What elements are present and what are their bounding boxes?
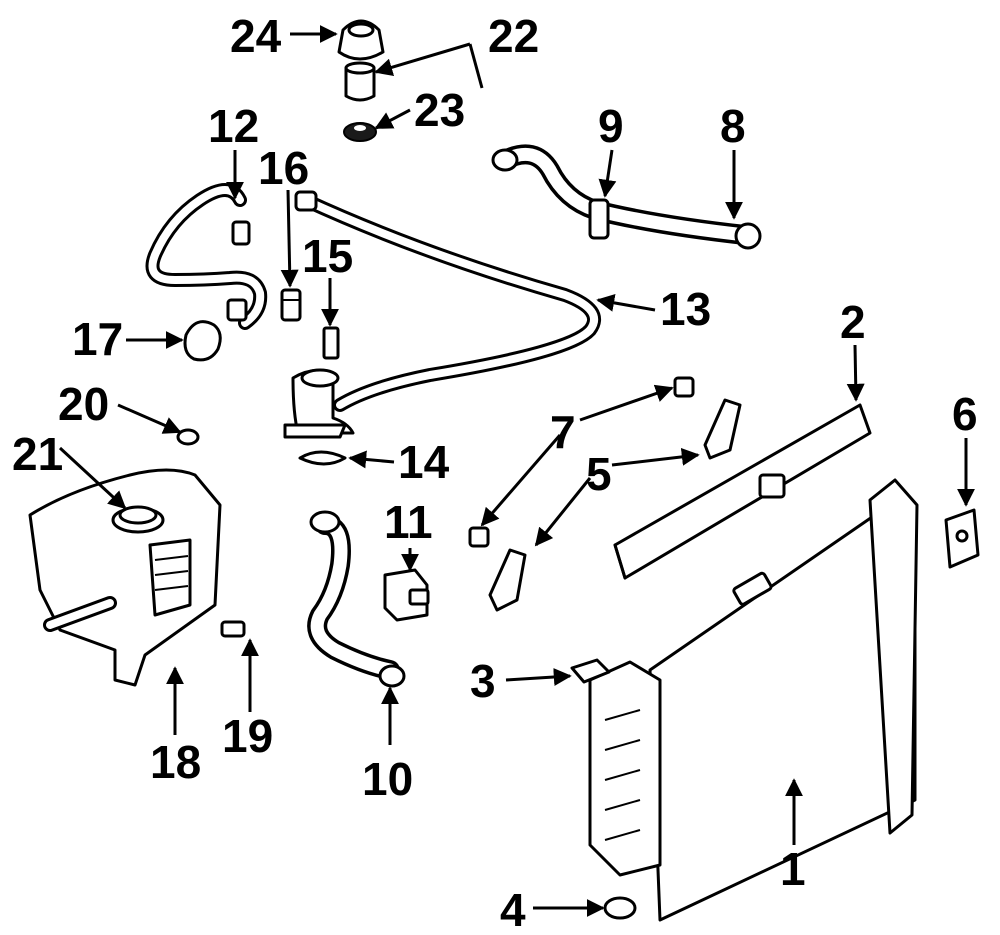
callout-1: 1 xyxy=(780,843,806,895)
callout-23: 23 xyxy=(414,84,465,136)
part-11-bracket xyxy=(383,568,430,622)
callout-18: 18 xyxy=(150,736,201,788)
callout-labels: 24 22 23 12 16 15 17 13 9 8 14 11 10 2 6… xyxy=(12,10,978,935)
callout-4: 4 xyxy=(500,884,526,935)
part-3-tab xyxy=(570,658,611,684)
part-1-radiator xyxy=(588,478,919,922)
part-9-clamp xyxy=(588,198,610,240)
part-12-hose xyxy=(145,183,268,330)
part-22-bushing xyxy=(344,61,376,102)
callout-3: 3 xyxy=(470,655,496,707)
part-21-cap xyxy=(111,505,165,534)
callout-8: 8 xyxy=(720,100,746,152)
part-6-pad xyxy=(944,508,980,569)
callout-22: 22 xyxy=(488,10,539,62)
callout-16: 16 xyxy=(258,142,309,194)
callout-6: 6 xyxy=(952,388,978,440)
part-7-bolt-lower xyxy=(468,526,490,548)
callout-11: 11 xyxy=(384,496,433,548)
callout-2: 2 xyxy=(840,296,866,348)
callout-7: 7 xyxy=(550,406,576,458)
part-19-fastener xyxy=(220,620,246,638)
callout-10: 10 xyxy=(362,753,413,805)
part-16-fitting xyxy=(280,288,302,322)
part-14-outlet xyxy=(283,368,355,466)
part-7-bolt-upper xyxy=(673,376,695,398)
part-10-lower-hose xyxy=(307,510,406,688)
part-20-plug xyxy=(176,428,200,446)
part-18-reservoir xyxy=(28,468,222,687)
callout-19: 19 xyxy=(222,710,273,762)
part-5-bracket-upper xyxy=(703,398,742,460)
callout-20: 20 xyxy=(58,378,109,430)
callout-13: 13 xyxy=(660,283,711,335)
callout-15: 15 xyxy=(302,230,353,282)
part-13-tube xyxy=(294,190,602,412)
part-8-upper-hose xyxy=(491,144,762,250)
callout-14: 14 xyxy=(398,436,450,488)
part-5-bracket-lower xyxy=(488,548,527,612)
part-17-clamp xyxy=(183,320,222,362)
part-2-baffle xyxy=(613,403,872,580)
callout-9: 9 xyxy=(598,100,624,152)
part-15-bolt xyxy=(322,326,340,360)
callout-17: 17 xyxy=(72,313,123,365)
callout-5: 5 xyxy=(586,448,612,500)
callout-12: 12 xyxy=(208,100,259,152)
part-23-grommet xyxy=(343,122,377,142)
callout-24: 24 xyxy=(230,10,282,62)
part-24-cap xyxy=(337,19,385,61)
part-4-insulator xyxy=(603,896,637,920)
leader-lines xyxy=(58,25,975,917)
callout-21: 21 xyxy=(12,428,63,480)
